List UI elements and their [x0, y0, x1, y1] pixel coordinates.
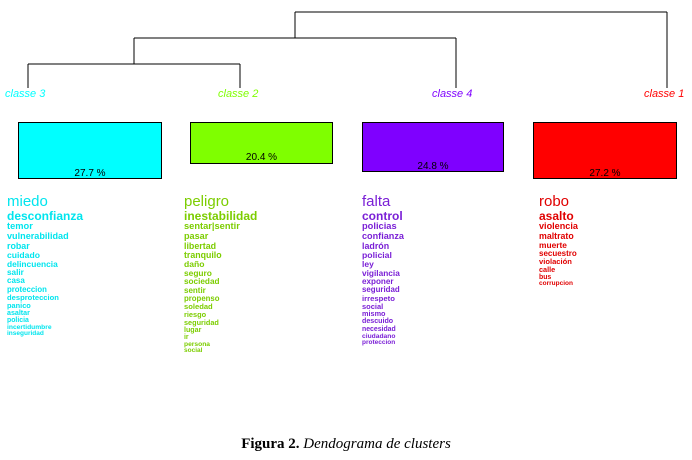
class-box-1: 27.2 %	[533, 122, 677, 179]
class-label-2: classe 2	[218, 88, 259, 100]
class-percent-1: 27.2 %	[589, 168, 621, 179]
word-item: seguro	[184, 268, 212, 279]
word-item: sociedad	[184, 277, 220, 287]
word-item: inseguridad	[7, 330, 44, 338]
word-item: desconfianza	[7, 208, 84, 223]
word-item: calle	[539, 265, 556, 275]
word-item: secuestro	[539, 248, 577, 258]
word-item: policial	[362, 249, 392, 260]
word-item: mismo	[362, 309, 386, 319]
word-item: proteccion	[7, 284, 47, 294]
word-item: proteccion	[362, 338, 396, 346]
word-item: delincuencia	[7, 259, 58, 269]
word-item: desproteccion	[7, 292, 59, 302]
class-percent-2: 20.4 %	[245, 152, 278, 163]
caption-label: Figura 2.	[241, 436, 300, 452]
figure-caption: Figura 2. Dendograma de clusters	[0, 436, 692, 453]
word-item: violencia	[539, 221, 578, 232]
word-item: casa	[7, 276, 25, 286]
word-item: policia	[7, 317, 29, 325]
word-item: incertidumbre	[7, 324, 52, 332]
word-item: vulnerabilidad	[7, 231, 69, 242]
class-percent-4: 24.8 %	[417, 161, 449, 172]
word-item: falta	[362, 193, 391, 210]
word-item: necesidad	[362, 325, 396, 333]
word-item: daño	[184, 259, 205, 270]
word-item: sentar|sentir	[184, 221, 240, 232]
word-item: soledad	[184, 302, 213, 312]
word-item: maltrato	[539, 230, 574, 241]
word-item: propenso	[184, 294, 220, 304]
word-item: riesgo	[184, 310, 207, 320]
word-item: confianza	[362, 231, 404, 242]
word-item: ciudadano	[362, 332, 396, 340]
word-item: vigilancia	[362, 268, 400, 279]
class-label-1: classe 1	[644, 88, 685, 100]
word-item: sentir	[184, 285, 206, 295]
word-item: ladrón	[362, 240, 390, 251]
word-item: muerte	[539, 240, 567, 251]
word-item: corrupcion	[539, 280, 573, 288]
word-item: cuidado	[7, 249, 40, 260]
word-item: asalto	[539, 208, 574, 223]
word-item: pasar	[184, 231, 209, 242]
word-item: inestabilidad	[184, 208, 258, 223]
word-item: exponer	[362, 276, 394, 286]
word-item: robar	[7, 240, 30, 251]
word-item: seguridad	[362, 285, 400, 295]
word-item: social	[362, 301, 384, 311]
word-item: miedo	[7, 193, 48, 210]
class-box-2: 20.4 %	[190, 122, 333, 164]
caption-text: Dendograma de clusters	[303, 436, 451, 452]
word-item: peligro	[184, 193, 230, 210]
word-item: policias	[362, 221, 397, 232]
word-item: bus	[539, 273, 552, 281]
word-item: seguridad	[184, 317, 219, 327]
word-item: panico	[7, 300, 31, 310]
word-item: lugar	[184, 325, 202, 334]
word-item: libertad	[184, 240, 217, 251]
class-label-4: classe 4	[432, 88, 473, 100]
word-item: control	[362, 208, 403, 223]
word-item: descuido	[362, 317, 394, 326]
word-item: irrespeto	[362, 293, 395, 303]
class-box-4: 24.8 %	[362, 122, 504, 172]
word-item: temor	[7, 221, 33, 232]
class-label-3: classe 3	[5, 88, 46, 100]
word-item: ley	[362, 259, 374, 270]
word-item: salir	[7, 267, 24, 277]
class-percent-3: 27.7 %	[74, 168, 106, 179]
word-item: persona	[184, 341, 211, 349]
word-item: violación	[539, 257, 572, 267]
word-item: asaltar	[7, 308, 30, 317]
word-item: social	[184, 347, 203, 355]
word-item: robo	[539, 193, 570, 210]
word-item: ir	[184, 334, 189, 342]
class-box-3: 27.7 %	[18, 122, 162, 179]
word-item: tranquilo	[184, 249, 222, 260]
